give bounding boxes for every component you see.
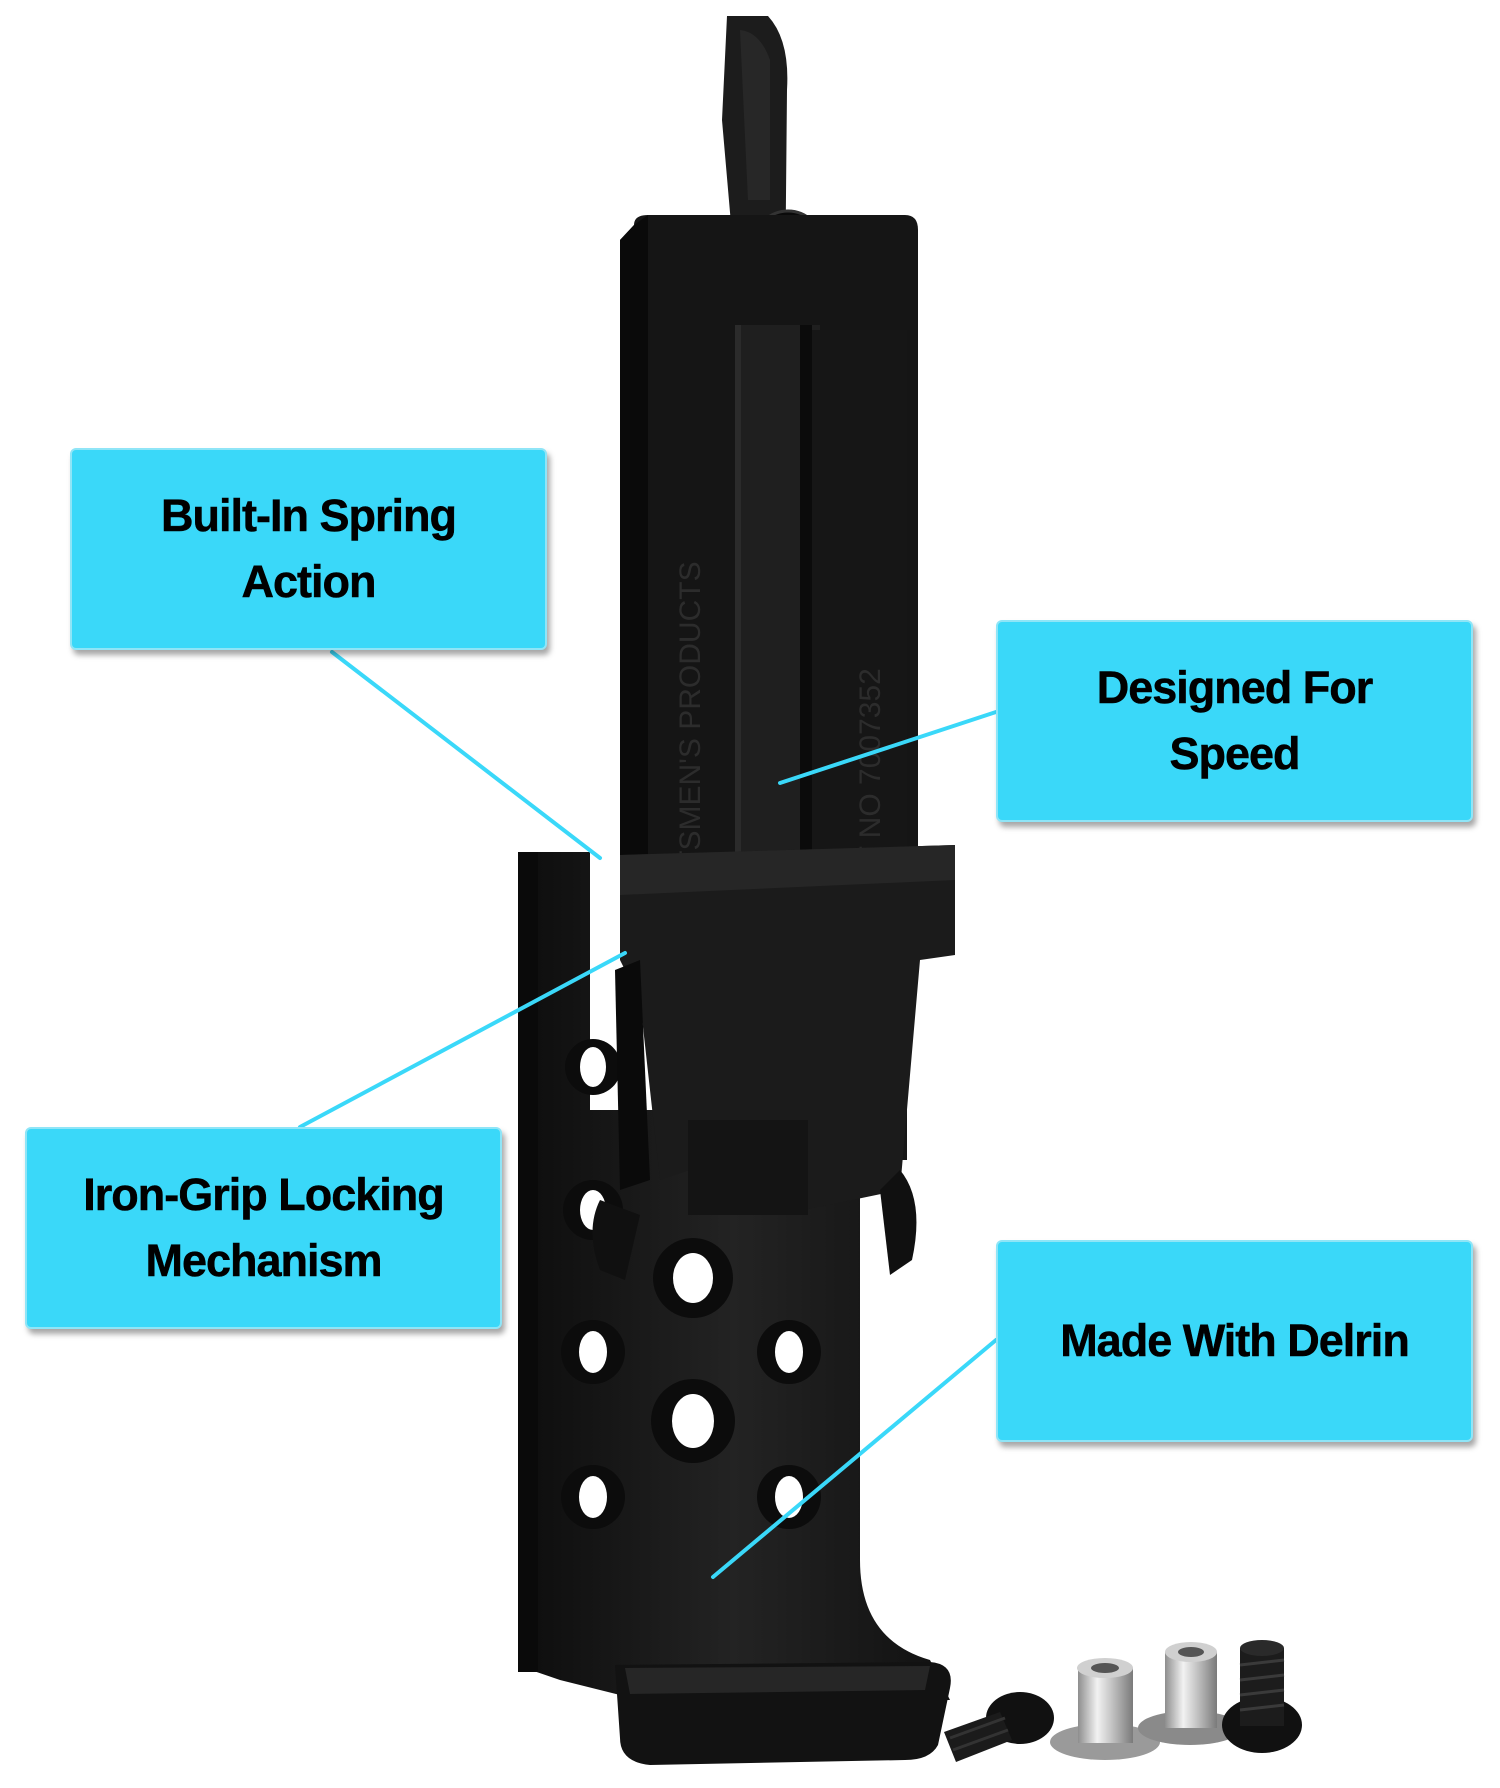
mounting-hole-icon xyxy=(757,1320,821,1384)
screw-icon xyxy=(1222,1640,1302,1753)
leader-line-spring xyxy=(330,650,602,860)
locking-clip xyxy=(592,845,955,1280)
mounting-hole-icon xyxy=(561,1465,625,1529)
barrel-nut-icon xyxy=(1050,1658,1160,1760)
leader-line-lock xyxy=(298,951,627,1129)
mounting-hole-icon xyxy=(651,1379,735,1463)
callout-label: Iron-Grip Locking Mechanism xyxy=(83,1169,445,1287)
callout-label: Designed For Speed xyxy=(1096,662,1373,780)
base-plate xyxy=(518,852,951,1765)
screw-icon xyxy=(944,1692,1054,1762)
callout-made-with-delrin: Made With Delrin xyxy=(996,1240,1473,1442)
callout-designed-for-speed: Designed For Speed xyxy=(996,620,1473,822)
leader-lines xyxy=(298,650,998,1579)
callout-built-in-spring-action: Built-In Spring Action xyxy=(70,448,547,650)
leader-line-delrin xyxy=(711,1338,998,1579)
leader-line-speed xyxy=(778,710,998,785)
callout-label: Made With Delrin xyxy=(1060,1315,1410,1367)
mounting-hole-icon xyxy=(565,1039,621,1095)
barrel-nut-icon xyxy=(1138,1642,1242,1745)
callout-label: Built-In Spring Action xyxy=(161,490,457,608)
mounting-hole-icon xyxy=(561,1320,625,1384)
hardware-kit xyxy=(944,1640,1302,1762)
callout-iron-grip-locking-mechanism: Iron-Grip Locking Mechanism xyxy=(25,1127,502,1329)
mounting-hole-icon xyxy=(653,1238,733,1318)
